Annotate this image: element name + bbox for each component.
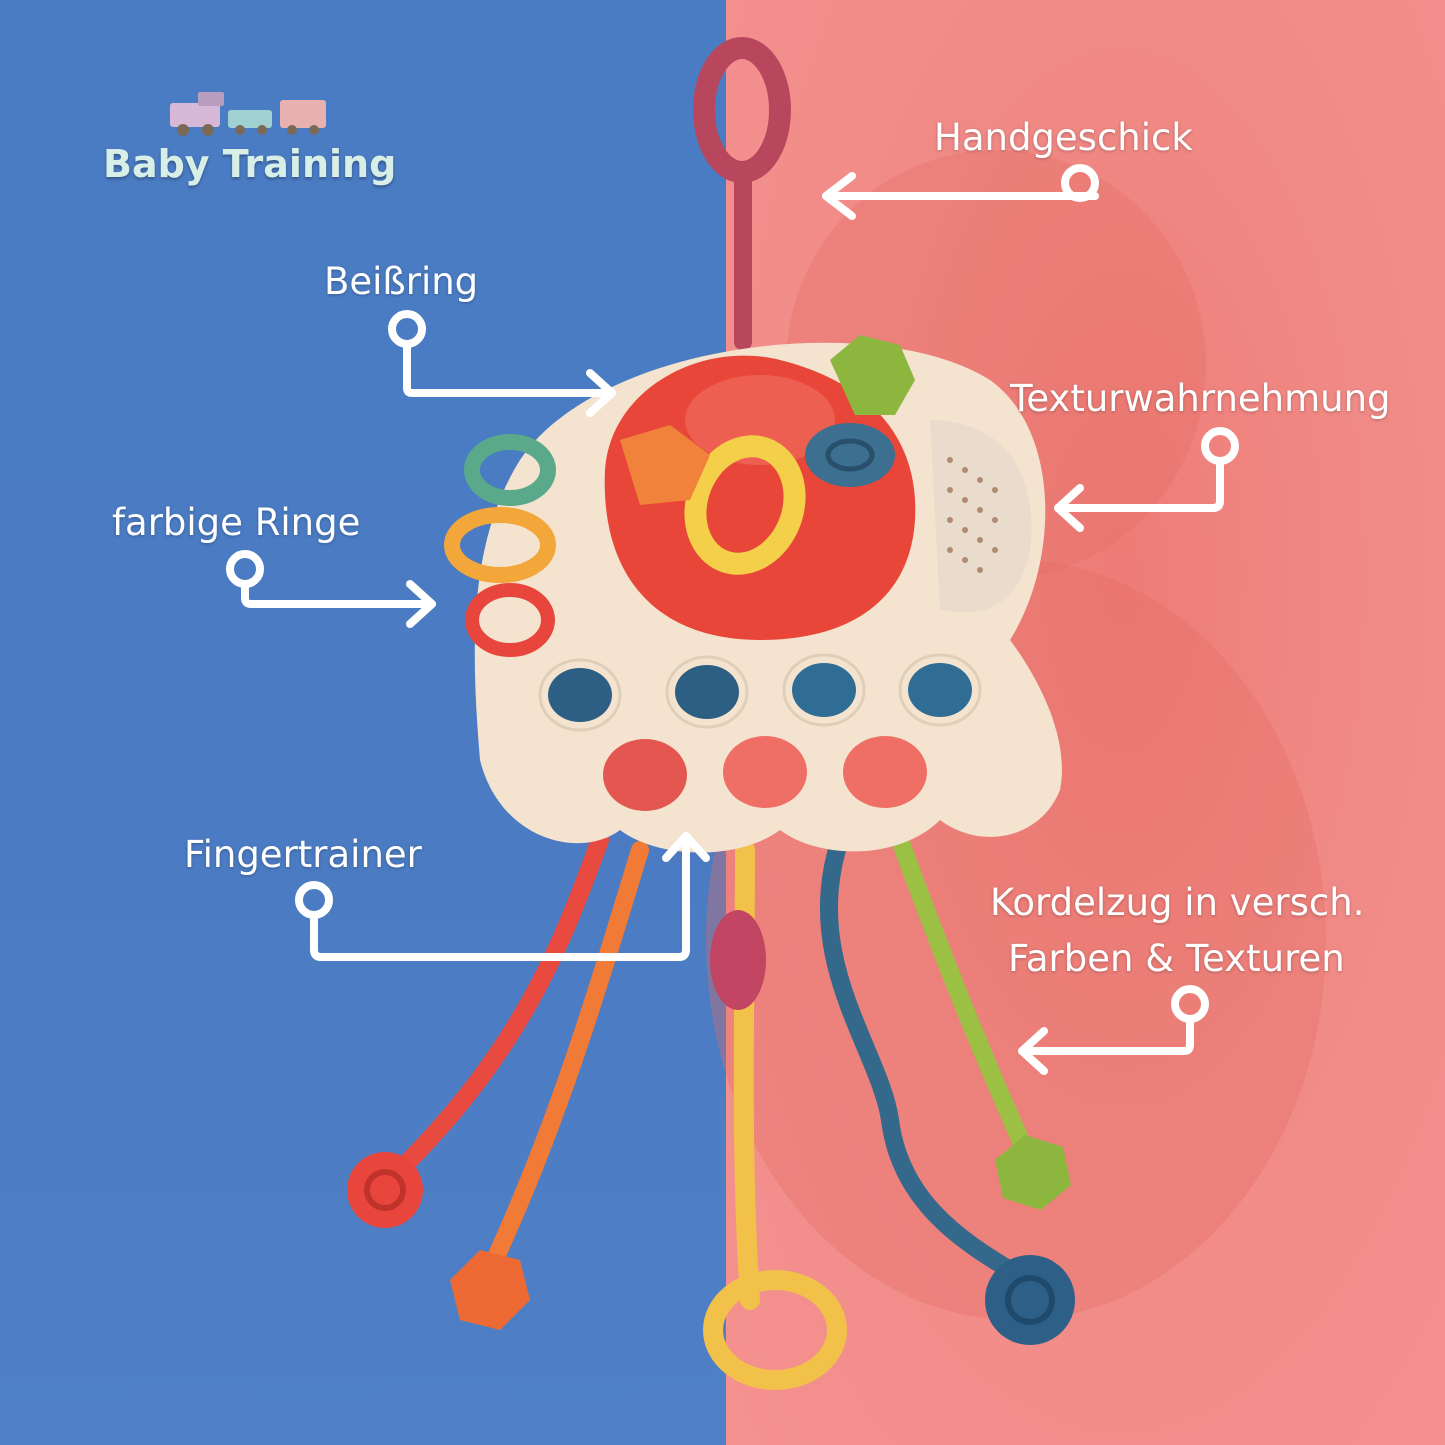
label-beissring: Beißring xyxy=(324,260,479,303)
label-texturwahrnehmung: Texturwahrnehmung xyxy=(1010,377,1391,420)
callout-farbige-ringe xyxy=(226,550,436,628)
cord-ends xyxy=(347,910,1075,1390)
pull-cords xyxy=(391,831,1034,1310)
top-ring-handle xyxy=(693,37,791,350)
pop-buttons xyxy=(538,653,982,811)
label-farbige-ringe: farbige Ringe xyxy=(112,501,361,544)
callout-texturwahrnehmung xyxy=(1054,427,1239,532)
callout-kordelzug xyxy=(1018,985,1209,1075)
side-rings xyxy=(444,434,556,657)
label-kordelzug-line2: Farben & Texturen xyxy=(1008,937,1345,980)
label-handgeschick: Handgeschick xyxy=(934,116,1193,159)
callout-handgeschick xyxy=(822,164,1099,220)
label-kordelzug-line1: Kordelzug in versch. xyxy=(990,881,1365,924)
brand-name: Baby Training xyxy=(103,142,397,186)
label-fingertrainer: Fingertrainer xyxy=(184,833,422,876)
center-dome xyxy=(604,335,916,640)
callout-beissring xyxy=(388,310,616,417)
callout-fingertrainer xyxy=(295,832,710,961)
toy-train-icon xyxy=(170,92,326,136)
